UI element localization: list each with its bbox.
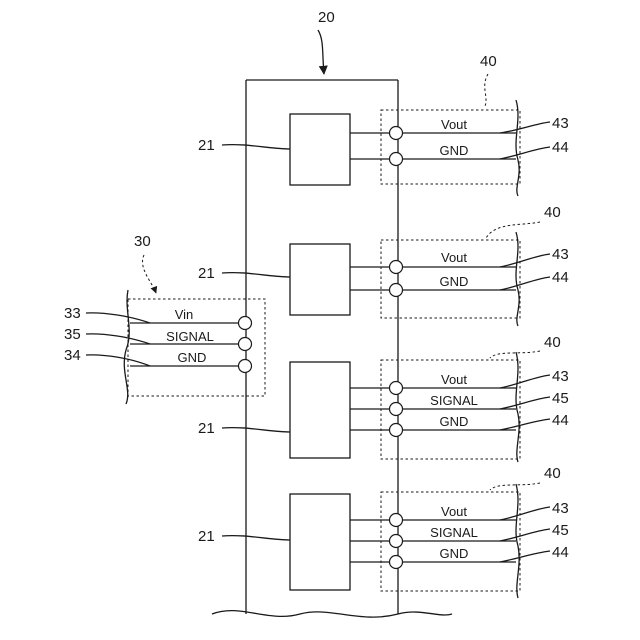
output-connector-2: 40 Vout GND 43 44 — [381, 204, 569, 326]
output-connector-4: 40 Vout SIGNAL GND 43 45 44 — [381, 465, 569, 598]
output-line-label: SIGNAL — [430, 525, 478, 540]
output-line-label: Vout — [441, 372, 467, 387]
output-line-label: SIGNAL — [430, 393, 478, 408]
output-line-ref: 45 — [552, 390, 569, 407]
output-connector-3: 40 Vout SIGNAL GND 43 45 44 — [381, 334, 569, 462]
output-line-label: Vout — [441, 250, 467, 265]
output-line-ref: 44 — [552, 412, 569, 429]
module-ref-label: 21 — [198, 420, 215, 437]
input-line-ref-33: 33 — [64, 305, 81, 322]
board-ref-callout: 20 — [318, 9, 335, 74]
output-connector-ref: 40 — [544, 334, 561, 351]
output-line-ref: 43 — [552, 368, 569, 385]
output-line-ref: 45 — [552, 522, 569, 539]
output-connector-ref: 40 — [544, 204, 561, 221]
output-line-ref: 44 — [552, 269, 569, 286]
module-2: 21 — [198, 244, 350, 315]
output-line-ref: 44 — [552, 139, 569, 156]
output-line-ref: 43 — [552, 500, 569, 517]
output-line-label: GND — [440, 546, 469, 561]
output-line-ref: 43 — [552, 246, 569, 263]
output-line-label: Vout — [441, 117, 467, 132]
output-line-label: GND — [440, 414, 469, 429]
input-connector: 30 Vin SIGNAL GND 33 35 34 — [64, 233, 265, 404]
input-line-ref-34: 34 — [64, 347, 81, 364]
input-line-label-signal: SIGNAL — [166, 329, 214, 344]
input-connector-ref: 30 — [134, 233, 151, 250]
module-ref-label: 21 — [198, 137, 215, 154]
output-connector-ref: 40 — [480, 53, 497, 70]
module-ref-label: 21 — [198, 265, 215, 282]
module-wiring — [350, 133, 390, 562]
module-1: 21 — [198, 114, 350, 185]
input-line-ref-35: 35 — [64, 326, 81, 343]
module-4: 21 — [198, 494, 350, 590]
module-ref-label: 21 — [198, 528, 215, 545]
output-line-label: GND — [440, 143, 469, 158]
output-line-ref: 44 — [552, 544, 569, 561]
output-line-label: GND — [440, 274, 469, 289]
output-connector-1: 40 Vout GND 43 44 — [381, 53, 569, 196]
board-ref-label: 20 — [318, 9, 335, 26]
input-line-label-vin: Vin — [175, 307, 194, 322]
output-line-ref: 43 — [552, 115, 569, 132]
output-line-label: Vout — [441, 504, 467, 519]
output-connector-ref: 40 — [544, 465, 561, 482]
input-line-label-gnd: GND — [178, 350, 207, 365]
module-3: 21 — [198, 362, 350, 458]
